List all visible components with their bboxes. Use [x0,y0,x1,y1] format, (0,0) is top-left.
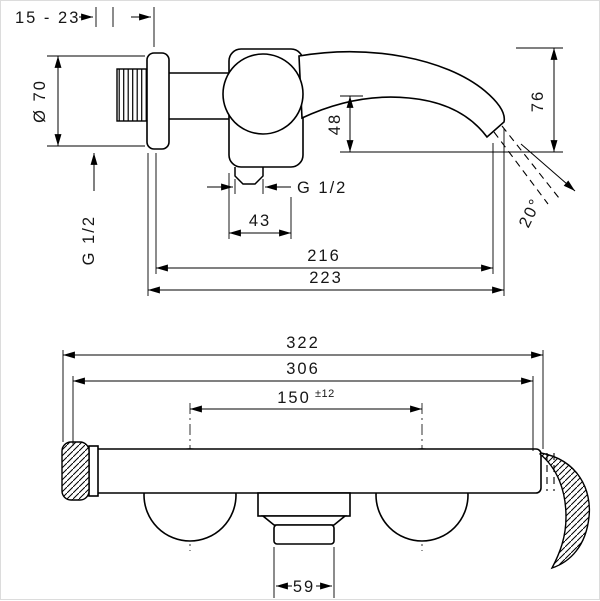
dim-overall-depth: 223 [147,129,505,296]
mixer-body-front [88,448,542,494]
spout-hidden-lines [546,453,555,491]
side-view: 15 - 23 Ø 70 G 1/2 48 76 [15,7,576,296]
dim-overall-width: 322 [62,334,544,449]
spout-side [298,51,506,139]
dim-outlet-width: 59 [273,547,335,598]
label-inlet-thread: G 1/2 [80,153,98,265]
dim-body-width: 306 [72,360,534,451]
handle-lever-front [61,441,90,501]
wall-union-neck [169,72,229,120]
tub-spout-outlet [273,524,335,545]
spout-front [538,452,591,570]
water-stream-dashes [493,125,560,205]
dim-overall-height: 76 [516,47,563,152]
dim-label-escutcheon-diameter: Ø 70 [31,79,49,123]
inlet-thread-section [116,68,148,122]
handle-collar [88,445,99,497]
dim-label-outlet-width: 59 [293,578,315,596]
bottom-outlet-nut [234,167,264,185]
dim-label-overall-width: 322 [286,334,320,352]
dim-label-spout-height: 48 [326,113,344,135]
wall-escutcheon-side [146,52,170,150]
outlet-chamfer [260,515,348,526]
dim-label-overall-height: 76 [529,90,547,112]
dim-label-outlet-offset: 43 [249,212,271,230]
dim-label-connection-tolerance: ±12 [315,388,335,400]
dim-wall-depth-range: 15 - 23 [15,7,155,47]
dim-outlet-offset: 43 [228,173,292,239]
dim-label-overall-depth: 223 [309,269,343,287]
dim-label-body-width: 306 [286,360,320,378]
front-view: 322 306 150 ±12 59 [61,334,591,598]
outlet-block [257,492,351,517]
dim-spout-height: 48 [326,95,563,153]
handle-knob-side [222,53,304,135]
dim-spout-reach: 216 [155,143,494,274]
dim-escutcheon-diameter: Ø 70 [31,55,145,147]
label-outlet-thread: G 1/2 [207,179,347,197]
dim-label-connection-distance: 150 [277,389,311,407]
dim-label-outlet-thread: G 1/2 [297,179,347,197]
dim-label-stream-angle: 20° [516,195,546,231]
dim-label-spout-reach: 216 [307,247,341,265]
dim-label-wall-depth-range: 15 - 23 [15,9,80,27]
dim-connection-distance: 150 ±12 [190,388,422,413]
dim-label-inlet-thread: G 1/2 [80,215,98,265]
